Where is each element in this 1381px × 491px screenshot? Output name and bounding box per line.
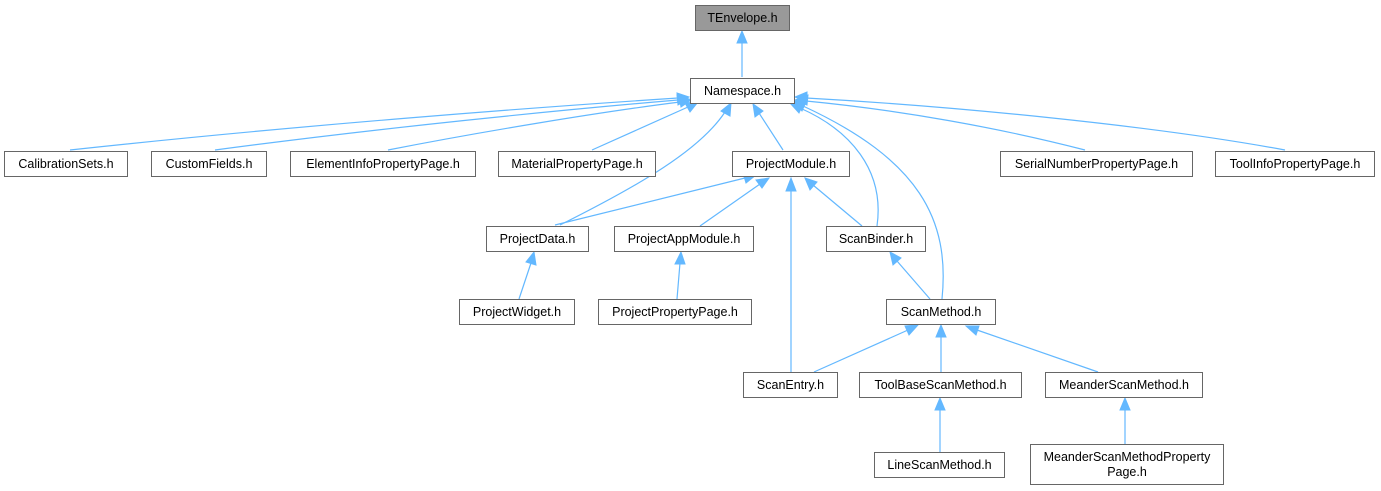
edge-project-property-page-to-project-app-module xyxy=(676,262,681,300)
node-label: MaterialPropertyPage.h xyxy=(511,157,642,171)
edge-tool-base-scan-method-to-scan-method-arrowhead xyxy=(935,323,947,338)
node-custom-fields[interactable]: CustomFields.h xyxy=(151,151,267,177)
node-project-module[interactable]: ProjectModule.h xyxy=(732,151,850,177)
edge-tool-info-to-namespace xyxy=(805,97,1286,151)
node-label: ProjectData.h xyxy=(500,232,576,246)
node-tool-base-scan-method[interactable]: ToolBaseScanMethod.h xyxy=(859,372,1022,398)
node-tenvelope[interactable]: TEnvelope.h xyxy=(695,5,790,31)
node-tool-info-property-page[interactable]: ToolInfoPropertyPage.h xyxy=(1215,151,1375,177)
node-label: MeanderScanMethod.h xyxy=(1059,378,1189,392)
edge-scan-binder-to-project-module-arrowhead xyxy=(804,177,818,191)
node-material-property-page[interactable]: MaterialPropertyPage.h xyxy=(498,151,656,177)
edge-project-widget-to-project-data-arrowhead xyxy=(525,250,537,266)
edge-tool-info-to-namespace-arrowhead xyxy=(793,91,808,103)
edge-material-property-to-namespace xyxy=(591,106,689,151)
node-meander-scan-method[interactable]: MeanderScanMethod.h xyxy=(1045,372,1203,398)
node-label: CustomFields.h xyxy=(166,157,253,171)
node-label: CalibrationSets.h xyxy=(18,157,113,171)
node-label-line-2: Page.h xyxy=(1107,465,1147,479)
edge-project-module-to-namespace xyxy=(758,112,784,151)
edge-element-info-to-namespace xyxy=(387,101,681,151)
node-label: ProjectModule.h xyxy=(746,157,836,171)
edge-scan-method-to-namespace xyxy=(802,105,944,300)
edge-project-data-to-namespace xyxy=(559,111,726,226)
edge-project-data-to-project-module xyxy=(554,177,746,226)
node-label: ProjectWidget.h xyxy=(473,305,561,319)
edge-project-property-page-to-project-app-module-arrowhead xyxy=(674,250,686,265)
edge-meander-scan-method-to-scan-method-arrowhead xyxy=(964,325,980,336)
node-line-scan-method[interactable]: LineScanMethod.h xyxy=(874,452,1005,478)
edge-calibration-sets-to-namespace xyxy=(69,97,679,151)
node-element-info-property-page[interactable]: ElementInfoPropertyPage.h xyxy=(290,151,476,177)
edge-project-data-to-namespace-arrowhead xyxy=(720,101,732,117)
node-label: SerialNumberPropertyPage.h xyxy=(1015,157,1178,171)
edge-project-app-module-to-project-module xyxy=(699,183,761,227)
node-label: ScanBinder.h xyxy=(839,232,913,246)
node-label: ToolBaseScanMethod.h xyxy=(874,378,1006,392)
edge-project-module-to-namespace-arrowhead xyxy=(752,102,764,118)
edge-project-app-module-to-project-module-arrowhead xyxy=(755,177,771,189)
node-label: LineScanMethod.h xyxy=(887,458,991,472)
node-label-line-1: MeanderScanMethodProperty xyxy=(1044,450,1212,464)
edge-scan-binder-to-project-module xyxy=(812,184,863,227)
node-label: ScanEntry.h xyxy=(757,378,824,392)
edge-scan-entry-to-scan-method xyxy=(813,329,909,373)
edge-meander-scan-method-to-scan-method xyxy=(976,329,1099,373)
edge-scan-method-to-scan-binder xyxy=(896,260,931,300)
edge-scan-method-to-scan-binder-arrowhead xyxy=(889,251,902,266)
edge-meander-prop-page-to-meander-scan-method-arrowhead xyxy=(1119,396,1131,411)
edge-scan-entry-to-scan-method-arrowhead xyxy=(904,324,920,336)
node-label: ProjectAppModule.h xyxy=(628,232,741,246)
node-project-app-module[interactable]: ProjectAppModule.h xyxy=(614,226,754,252)
edges xyxy=(69,29,1286,452)
edge-custom-fields-to-namespace xyxy=(214,99,679,151)
edge-serial-number-to-namespace xyxy=(805,100,1086,151)
edge-project-widget-to-project-data xyxy=(518,262,532,300)
node-label: Namespace.h xyxy=(704,84,781,98)
node-calibration-sets[interactable]: CalibrationSets.h xyxy=(4,151,128,177)
node-label: ToolInfoPropertyPage.h xyxy=(1230,157,1361,171)
node-scan-entry[interactable]: ScanEntry.h xyxy=(743,372,838,398)
node-scan-method[interactable]: ScanMethod.h xyxy=(886,299,996,325)
node-label: TEnvelope.h xyxy=(707,11,777,25)
node-project-data[interactable]: ProjectData.h xyxy=(486,226,589,252)
node-serial-number-property-page[interactable]: SerialNumberPropertyPage.h xyxy=(1000,151,1193,177)
node-project-property-page[interactable]: ProjectPropertyPage.h xyxy=(598,299,752,325)
edge-scan-entry-to-project-module-arrowhead xyxy=(785,176,797,192)
node-scan-binder[interactable]: ScanBinder.h xyxy=(826,226,926,252)
node-label: ProjectPropertyPage.h xyxy=(612,305,738,319)
edge-namespace-to-tenvelope-arrowhead xyxy=(736,29,748,44)
node-label: ElementInfoPropertyPage.h xyxy=(306,157,460,171)
node-namespace[interactable]: Namespace.h xyxy=(690,78,795,104)
node-label: ScanMethod.h xyxy=(901,305,982,319)
node-meander-scan-method-property-page[interactable]: MeanderScanMethodProperty Page.h xyxy=(1030,444,1224,485)
edge-line-scan-method-to-tool-base-scan-method-arrowhead xyxy=(934,396,946,411)
node-project-widget[interactable]: ProjectWidget.h xyxy=(459,299,575,325)
edge-scan-binder-to-namespace xyxy=(799,107,879,227)
